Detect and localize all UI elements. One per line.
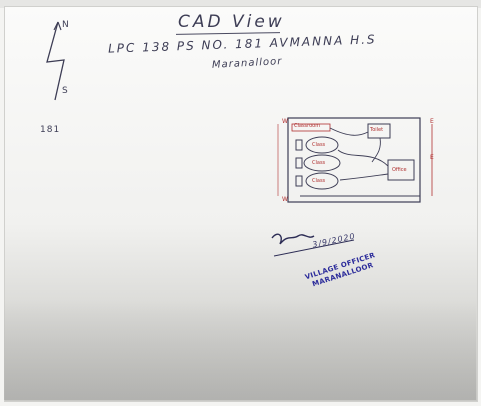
toilet-block: [367, 123, 391, 139]
photo-frame-top: [0, 0, 481, 8]
north-label: N: [62, 20, 70, 30]
sketch-label-class-2: Class: [312, 160, 326, 166]
sketch-label-class-1: Class: [312, 142, 326, 148]
office-block: [387, 159, 415, 181]
side-mark-2: E: [430, 118, 434, 125]
side-mark-3: W: [282, 196, 288, 203]
signature: [271, 233, 355, 257]
classroom-block: [291, 123, 331, 132]
plot-boundary: [287, 117, 421, 203]
paper-shadow: [4, 300, 476, 400]
class-block-3: [305, 172, 339, 190]
side-mark-1: W: [282, 118, 288, 125]
sketch-label-toilet: Toilet: [370, 127, 384, 133]
sketch-label-class-3: Class: [312, 178, 326, 184]
document-title: CAD View: [178, 12, 285, 32]
south-label: S: [62, 86, 69, 96]
side-mark-4: E: [430, 154, 434, 161]
class-block-1: [305, 136, 339, 154]
sketch-label-classroom: Classroom: [294, 123, 321, 129]
class-block-2: [303, 154, 341, 172]
survey-number: 181: [40, 125, 61, 135]
paper-sheet: [4, 6, 478, 402]
sketch-label-office: Office: [392, 167, 407, 173]
